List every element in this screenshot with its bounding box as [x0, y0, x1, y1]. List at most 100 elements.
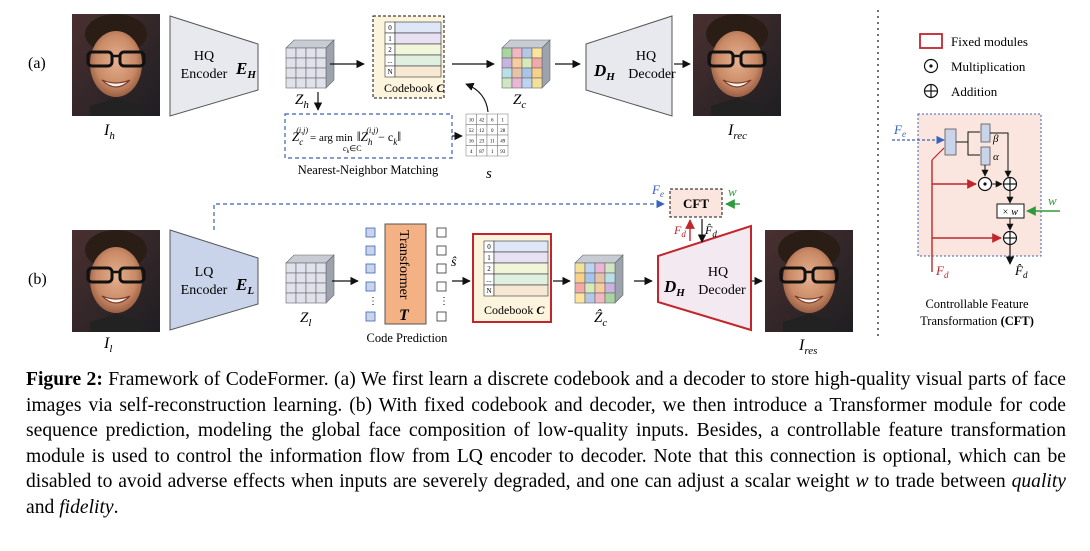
f-d-label-cft: Fd [935, 263, 949, 280]
output-token [436, 281, 447, 292]
s-matrix-value: 11 [490, 140, 495, 145]
s-matrix-value: 87 [479, 150, 485, 155]
grid-cell [531, 57, 543, 69]
s-matrix-value: 93 [500, 150, 506, 155]
caption-text-4: . [113, 496, 119, 518]
grid-cell [315, 262, 327, 274]
s-hat-label: ŝ [451, 255, 457, 270]
grid-cell [574, 262, 586, 274]
cft-conv-block [944, 128, 957, 156]
grid-cell [521, 67, 533, 79]
codebook-index-label: 1 [487, 254, 491, 262]
grid-cell [295, 262, 307, 274]
grid-cell [574, 292, 586, 304]
arrow-s-codebook [465, 82, 489, 113]
grid-cell [315, 57, 327, 69]
alpha-label: α [993, 151, 999, 163]
grid-cell [285, 272, 297, 284]
grid-cell [315, 77, 327, 89]
codebook-entry [394, 43, 442, 56]
grid-cell [285, 77, 297, 89]
grid-cell [285, 47, 297, 59]
caption-text-2: to trade between [868, 471, 1012, 493]
i-res-label: Ires [798, 337, 817, 357]
grid-cell [285, 57, 297, 69]
input-token [365, 281, 376, 292]
grid-cell [584, 262, 596, 274]
cft-title-line2: Transformation (CFT) [920, 314, 1034, 328]
grid-cell [305, 292, 317, 304]
grid-cell [315, 282, 327, 294]
grid-cell [594, 292, 606, 304]
codebook-index-label: 0 [388, 24, 392, 32]
codebook-entry [493, 251, 549, 264]
grid-cell [305, 272, 317, 284]
nn-op-sub: ck∈C [343, 144, 362, 155]
s-matrix-value: 23 [479, 140, 485, 145]
transformer-symbol: T [399, 307, 410, 324]
grid-cell [604, 292, 616, 304]
grid-cell [584, 292, 596, 304]
s-matrix-value: 49 [500, 140, 506, 145]
input-token [365, 263, 376, 274]
grid-cell [574, 272, 586, 284]
grid-cell [604, 262, 616, 274]
grid-cell [295, 67, 307, 79]
s-matrix-value: 6 [491, 119, 494, 124]
codebook-entry [493, 240, 549, 253]
grid-cell [604, 282, 616, 294]
grid-cell [531, 47, 543, 59]
hq-decoder-symbol: DH [593, 61, 615, 83]
s-label: s [486, 166, 492, 182]
grid-cell [501, 77, 513, 89]
caption-quality: quality [1011, 471, 1066, 493]
s-matrix-value: 4 [470, 150, 473, 155]
grid-cell [315, 47, 327, 59]
token-ellipsis-out: ⋮ [439, 296, 449, 307]
transformer-block: Transformer T [384, 223, 427, 325]
grid-cell [295, 57, 307, 69]
cft-detail-panel: Fe β α × w w Fd F̂d Controllable Feature [892, 113, 1060, 328]
i-l-label: Il [103, 335, 112, 355]
output-rec-image [691, 12, 783, 118]
w-label-cft: w [1048, 193, 1057, 208]
codebook-entry [493, 284, 549, 297]
grid-cell [594, 262, 606, 274]
grid-cell [521, 77, 533, 89]
z-c-hat-label: Ẑc [594, 309, 607, 329]
f-e-label-b: Fe [651, 182, 664, 199]
legend-add-label: Addition [951, 84, 998, 99]
transformer-label: Transformer [396, 230, 411, 300]
codebook-index-label: 2 [487, 265, 491, 273]
codebook-index-label: 2 [388, 46, 392, 54]
codebook-b-label: Codebook C [484, 303, 545, 317]
feature-grid-zh [285, 39, 335, 89]
grid-cell [305, 47, 317, 59]
grid-cell [305, 282, 317, 294]
feature-grid-zl [285, 254, 335, 304]
grid-cell [295, 77, 307, 89]
z-c-label: Zc [513, 92, 526, 111]
times-w-label: × w [1002, 207, 1018, 218]
output-res-image [763, 228, 855, 334]
grid-cell [594, 282, 606, 294]
f-d-hat-label-cft: F̂d [1014, 263, 1028, 280]
s-matrix-value: 28 [500, 129, 506, 134]
grid-cell [511, 47, 523, 59]
token-column-out: ⋮ [436, 227, 449, 322]
hq-encoder: HQ Encoder EH [169, 15, 259, 117]
grid-cell [501, 67, 513, 79]
codebook-b-fixed: 012...N Codebook C [472, 233, 552, 323]
grid-cell [285, 262, 297, 274]
input-lq-image [70, 228, 162, 334]
s-matrix-cell [497, 145, 509, 157]
input-token [365, 311, 376, 322]
codebook-entry [394, 65, 442, 78]
legend-mult-label: Multiplication [951, 59, 1026, 74]
grid-cell [511, 67, 523, 79]
input-hq-image [70, 12, 162, 118]
grid-cell [511, 77, 523, 89]
s-matrix-value: 1 [502, 119, 505, 124]
grid-cell [511, 57, 523, 69]
cft-box-label: CFT [683, 196, 709, 211]
